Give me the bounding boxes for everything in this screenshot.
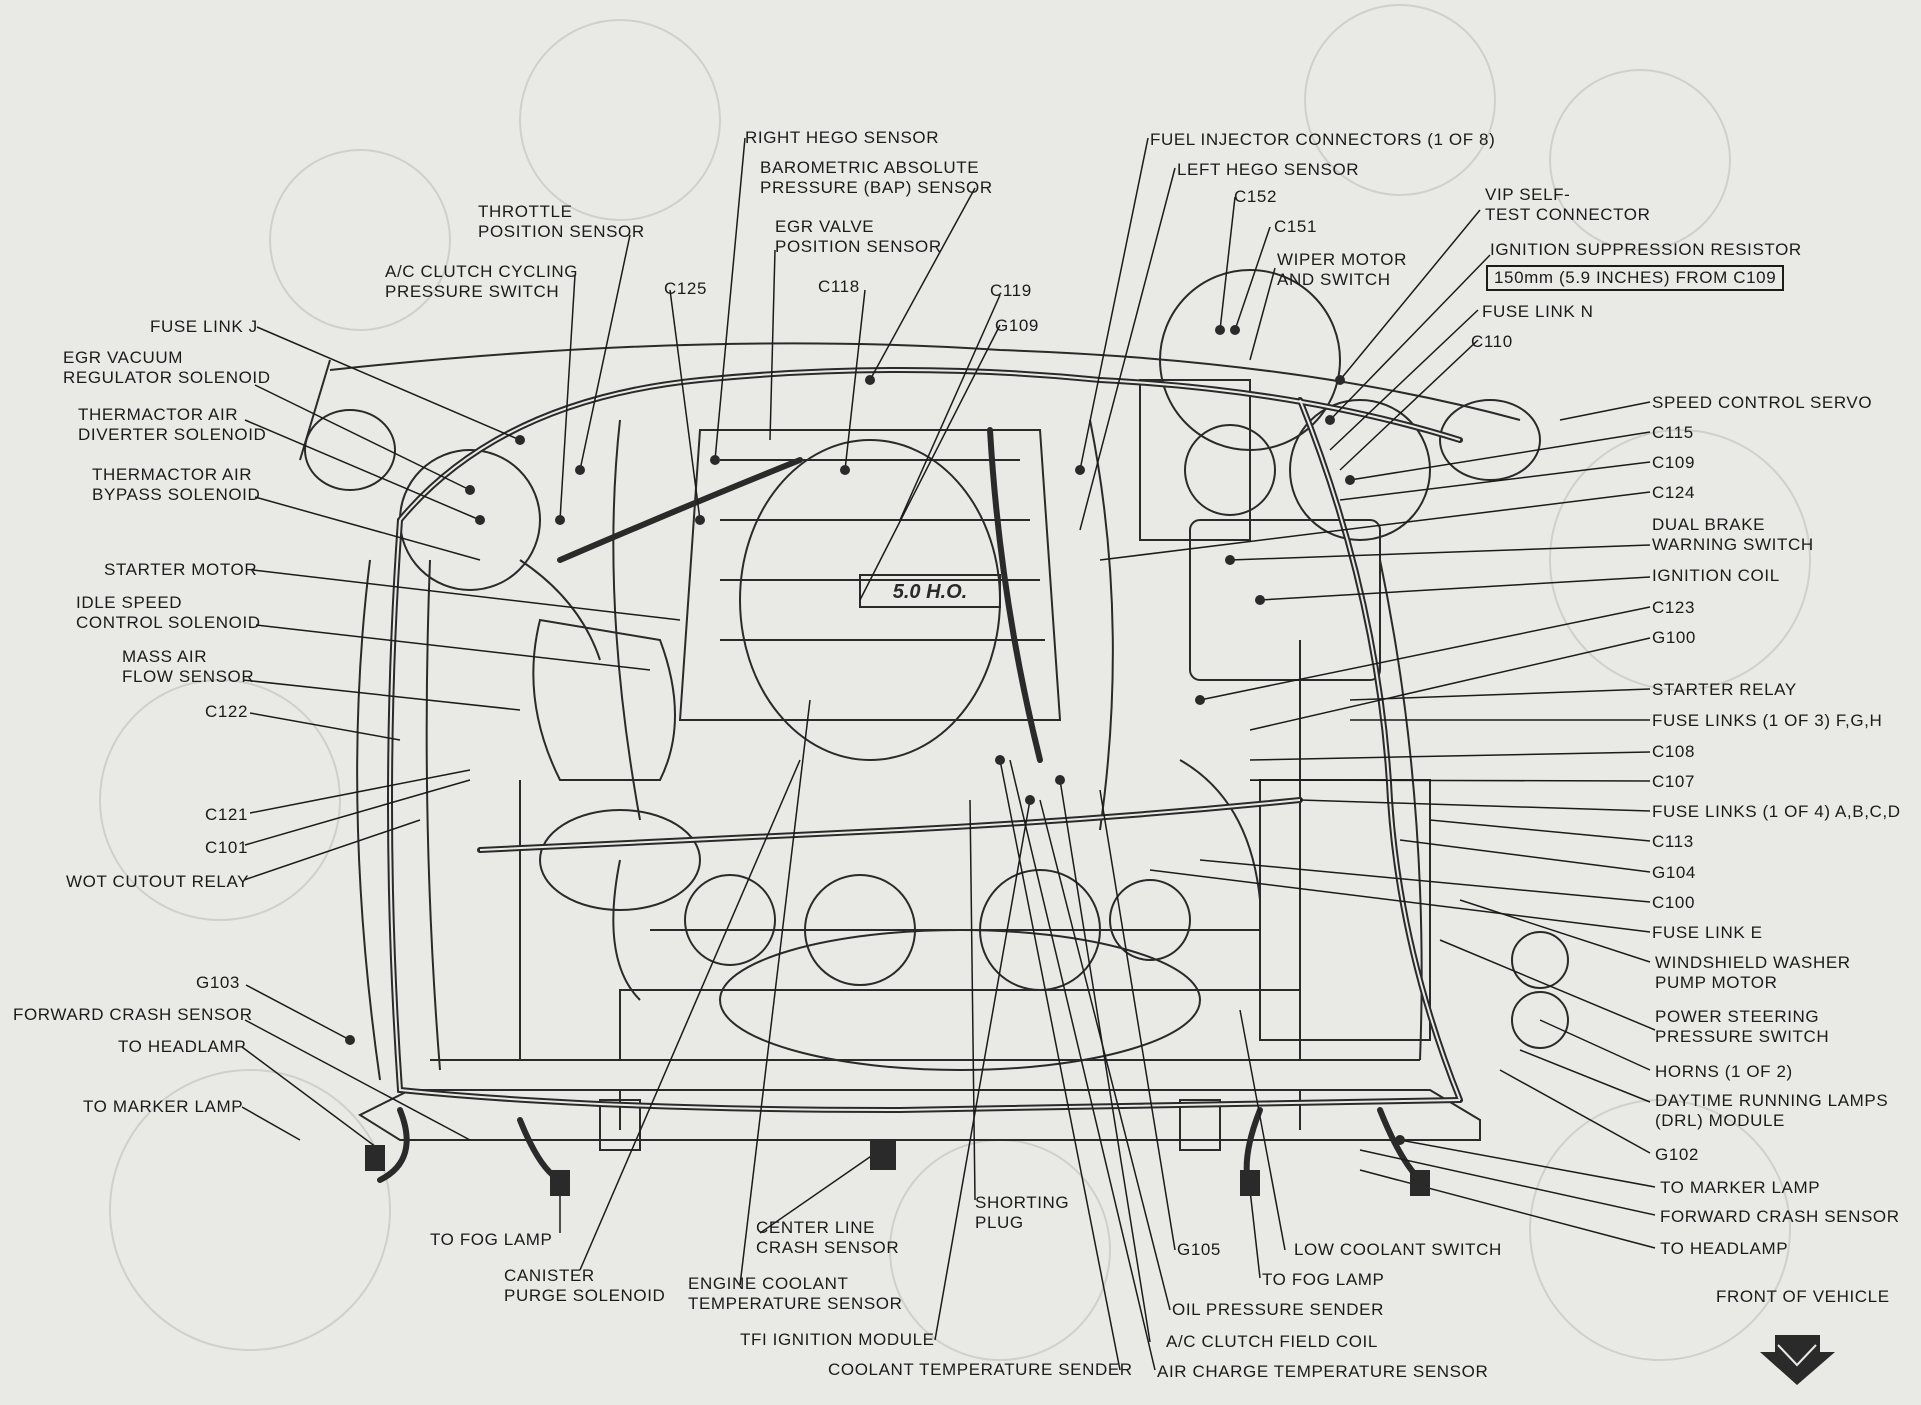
label-c101: C101 bbox=[205, 838, 249, 857]
label-c109: C109 bbox=[1652, 453, 1696, 472]
label-low-coolant-switch: LOW COOLANT SWITCH bbox=[1294, 1240, 1502, 1259]
label-speed-control-servo: SPEED CONTROL SERVO bbox=[1652, 393, 1873, 412]
label-windshield-washer-pump-motor: WINDSHIELD WASHER PUMP MOTOR bbox=[1655, 953, 1851, 992]
label-daytime-running-lamps-module: DAYTIME RUNNING LAMPS (DRL) MODULE bbox=[1655, 1091, 1889, 1130]
label-thermactor-air-diverter-solenoid: THERMACTOR AIR DIVERTER SOLENOID bbox=[78, 405, 267, 444]
engine-drawing bbox=[299, 269, 1569, 1151]
label-c113: C113 bbox=[1652, 832, 1694, 851]
label-idle-speed-control-solenoid: IDLE SPEED CONTROL SOLENOID bbox=[76, 593, 261, 632]
label-to-fog-lamp-left: TO FOG LAMP bbox=[430, 1230, 553, 1249]
label-c100: C100 bbox=[1652, 893, 1696, 912]
label-c152: C152 bbox=[1234, 187, 1278, 206]
label-g105: G105 bbox=[1177, 1240, 1221, 1259]
label-wot-cutout-relay: WOT CUTOUT RELAY bbox=[66, 872, 250, 891]
label-g100: G100 bbox=[1652, 628, 1696, 647]
label-egr-valve-position-sensor: EGR VALVE POSITION SENSOR bbox=[775, 217, 942, 256]
label-c118: C118 bbox=[818, 277, 860, 296]
label-c125: C125 bbox=[664, 279, 708, 298]
label-right-hego-sensor: RIGHT HEGO SENSOR bbox=[745, 128, 940, 147]
label-c123: C123 bbox=[1652, 598, 1696, 617]
label-to-headlamp-left: TO HEADLAMP bbox=[118, 1037, 247, 1056]
label-vip-self-test-connector: VIP SELF- TEST CONNECTOR bbox=[1485, 185, 1651, 224]
label-ignition-suppression-resistor: IGNITION SUPPRESSION RESISTOR bbox=[1490, 240, 1802, 259]
label-coolant-temperature-sender: COOLANT TEMPERATURE SENDER bbox=[828, 1360, 1133, 1379]
label-tfi-ignition-module: TFI IGNITION MODULE bbox=[740, 1330, 935, 1349]
intake-badge-text: 5.0 H.O. bbox=[893, 581, 967, 603]
label-fuel-injector-connectors: FUEL INJECTOR CONNECTORS (1 OF 8) bbox=[1150, 130, 1496, 149]
label-c124: C124 bbox=[1652, 483, 1696, 502]
label-fuse-links-fgh: FUSE LINKS (1 OF 3) F,G,H bbox=[1652, 711, 1883, 730]
label-c108: C108 bbox=[1652, 742, 1696, 761]
label-g102: G102 bbox=[1655, 1145, 1699, 1164]
label-c122: C122 bbox=[205, 702, 249, 721]
label-shorting-plug: SHORTING PLUG bbox=[975, 1193, 1070, 1232]
label-to-headlamp-right: TO HEADLAMP bbox=[1660, 1239, 1789, 1258]
leader-lines bbox=[241, 137, 1656, 1371]
connectors bbox=[345, 325, 1430, 1196]
label-egr-vacuum-regulator-solenoid: EGR VACUUM REGULATOR SOLENOID bbox=[63, 348, 271, 387]
label-fuse-link-n: FUSE LINK N bbox=[1482, 302, 1594, 321]
label-power-steering-pressure-switch: POWER STEERING PRESSURE SWITCH bbox=[1655, 1007, 1830, 1046]
label-g103: G103 bbox=[196, 973, 240, 992]
label-front-of-vehicle: FRONT OF VEHICLE bbox=[1716, 1287, 1890, 1306]
label-left-hego-sensor: LEFT HEGO SENSOR bbox=[1177, 160, 1360, 179]
label-barometric-absolute-pressure-sensor: BAROMETRIC ABSOLUTE PRESSURE (BAP) SENSO… bbox=[760, 158, 993, 197]
label-dual-brake-warning-switch: DUAL BRAKE WARNING SWITCH bbox=[1652, 515, 1814, 554]
label-ac-clutch-cycling-pressure-switch: A/C CLUTCH CYCLING PRESSURE SWITCH bbox=[385, 262, 579, 301]
label-g109: G109 bbox=[995, 316, 1039, 335]
label-canister-purge-solenoid: CANISTER PURGE SOLENOID bbox=[504, 1266, 666, 1305]
label-fuse-link-j: FUSE LINK J bbox=[150, 317, 258, 336]
label-engine-coolant-temperature-sensor: ENGINE COOLANT TEMPERATURE SENSOR bbox=[688, 1274, 903, 1313]
label-throttle-position-sensor: THROTTLE POSITION SENSOR bbox=[478, 202, 645, 241]
label-center-line-crash-sensor: CENTER LINE CRASH SENSOR bbox=[756, 1218, 900, 1257]
label-c121: C121 bbox=[205, 805, 249, 824]
label-air-charge-temperature-sensor: AIR CHARGE TEMPERATURE SENSOR bbox=[1157, 1362, 1489, 1381]
label-mass-air-flow-sensor: MASS AIR FLOW SENSOR bbox=[122, 647, 255, 686]
front-arrow-icon bbox=[1760, 1335, 1835, 1385]
label-horns: HORNS (1 OF 2) bbox=[1655, 1062, 1793, 1081]
label-wiper-motor-and-switch: WIPER MOTOR AND SWITCH bbox=[1277, 250, 1408, 289]
label-ignition-coil: IGNITION COIL bbox=[1652, 566, 1780, 585]
label-starter-motor: STARTER MOTOR bbox=[104, 560, 258, 579]
label-starter-relay: STARTER RELAY bbox=[1652, 680, 1797, 699]
label-to-marker-lamp-left: TO MARKER LAMP bbox=[83, 1097, 244, 1116]
label-c110: C110 bbox=[1471, 332, 1513, 351]
label-c115: C115 bbox=[1652, 423, 1694, 442]
label-forward-crash-sensor-left: FORWARD CRASH SENSOR bbox=[13, 1005, 253, 1024]
intake-badge: 5.0 H.O. bbox=[859, 574, 1001, 608]
label-to-fog-lamp-right: TO FOG LAMP bbox=[1262, 1270, 1385, 1289]
label-fuse-link-e: FUSE LINK E bbox=[1652, 923, 1763, 942]
label-ac-clutch-field-coil: A/C CLUTCH FIELD COIL bbox=[1166, 1332, 1378, 1351]
label-c151: C151 bbox=[1274, 217, 1318, 236]
label-ignition-suppression-resistor-note: 150mm (5.9 INCHES) FROM C109 bbox=[1486, 265, 1785, 291]
label-to-marker-lamp-right: TO MARKER LAMP bbox=[1660, 1178, 1821, 1197]
label-c119: C119 bbox=[990, 281, 1032, 300]
label-g104: G104 bbox=[1652, 863, 1696, 882]
label-fuse-links-abcd: FUSE LINKS (1 OF 4) A,B,C,D bbox=[1652, 802, 1901, 821]
label-c107: C107 bbox=[1652, 772, 1696, 791]
label-forward-crash-sensor-right: FORWARD CRASH SENSOR bbox=[1660, 1207, 1900, 1226]
label-thermactor-air-bypass-solenoid: THERMACTOR AIR BYPASS SOLENOID bbox=[92, 465, 261, 504]
label-oil-pressure-sender: OIL PRESSURE SENDER bbox=[1172, 1300, 1384, 1319]
